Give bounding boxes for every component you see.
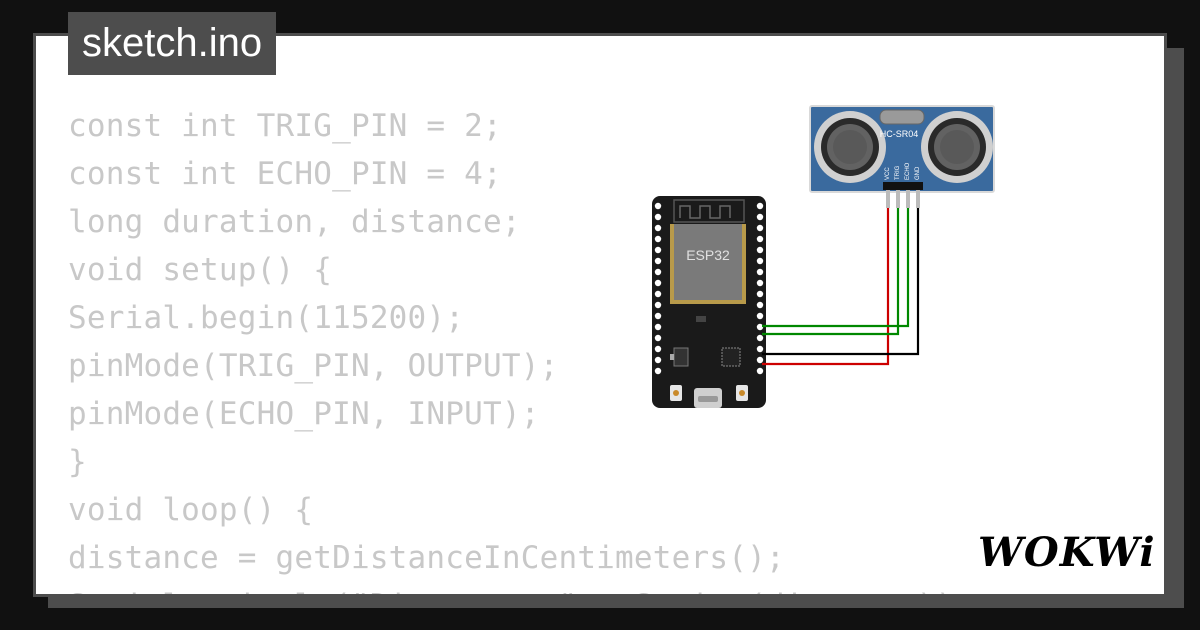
pin-label-trig: TRIG [895, 165, 901, 180]
code-line: Serial.println("Distance: " + String(dis… [68, 582, 1068, 594]
wires [762, 208, 920, 366]
code-line: distance = getDistanceInCentimeters(); [68, 540, 785, 576]
code-line: const int ECHO_PIN = 4; [68, 156, 502, 192]
logo-text: WOKWi [978, 529, 1155, 576]
code-line: pinMode(ECHO_PIN, INPUT); [68, 396, 540, 432]
hc-sr04-sensor: HC-SR04 VCC TRIG ECHO GND [809, 105, 995, 208]
pin-label-gnd: GND [915, 166, 921, 180]
pin-label-vcc: VCC [885, 167, 891, 180]
code-line: Serial.begin(115200); [68, 300, 465, 336]
code-line: void loop() { [68, 492, 314, 528]
code-line: } [68, 444, 87, 480]
code-line: pinMode(TRIG_PIN, OUTPUT); [68, 348, 559, 384]
pin-label-echo: ECHO [905, 162, 911, 180]
esp32-board: ESP32 [652, 196, 766, 408]
code-line: void setup() { [68, 252, 333, 288]
code-line: const int TRIG_PIN = 2; [68, 108, 502, 144]
board-label: ESP32 [686, 247, 730, 263]
filename-tab[interactable]: sketch.ino [68, 12, 277, 75]
code-preview: const int TRIG_PIN = 2; const int ECHO_P… [68, 102, 1068, 594]
circuit-diagram: HC-SR04 VCC TRIG ECHO GND ESP32 [652, 105, 995, 408]
code-line: long duration, distance; [68, 204, 521, 240]
sensor-label: HC-SR04 [880, 129, 919, 139]
wokwi-logo: WOKWi [978, 529, 1155, 576]
